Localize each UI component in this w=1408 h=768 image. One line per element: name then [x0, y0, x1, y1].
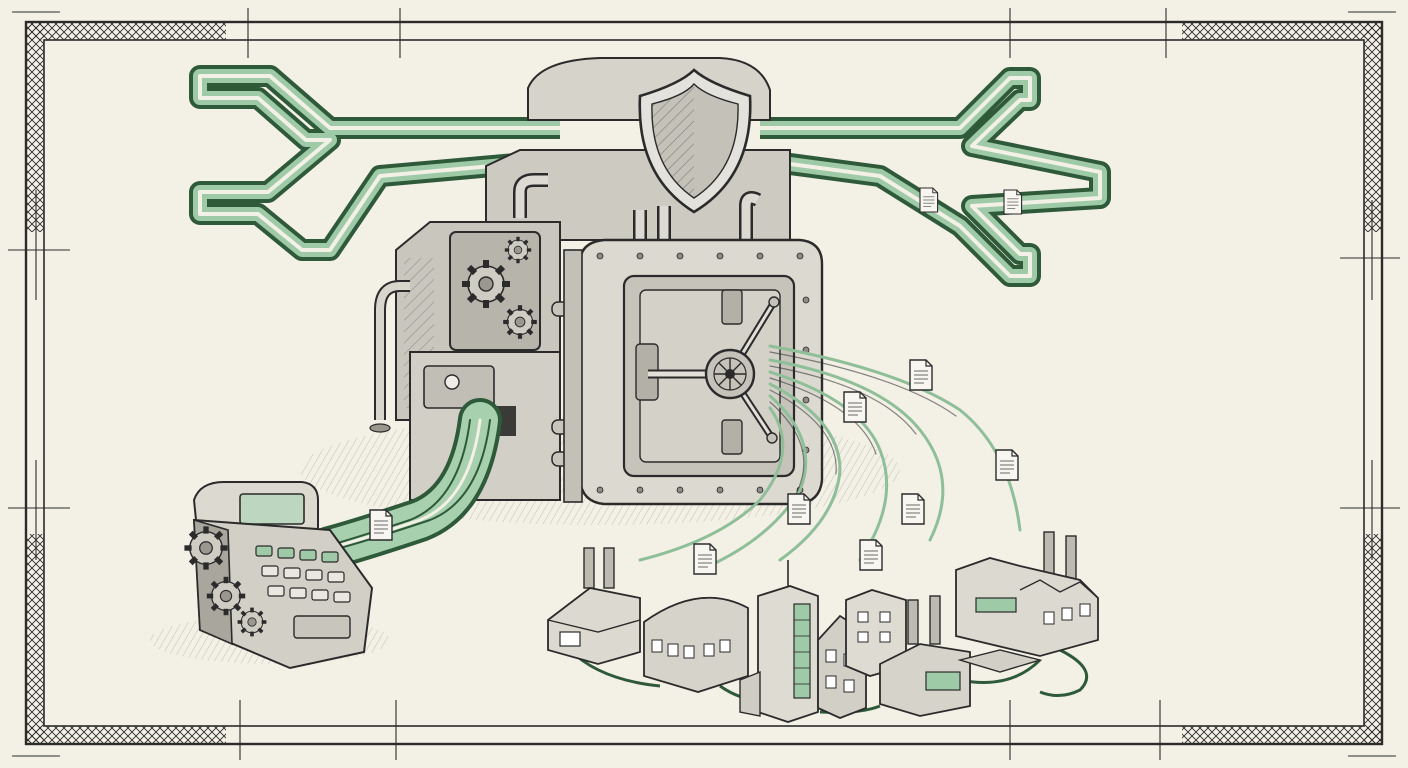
document-icon [843, 391, 867, 423]
factory-icon [547, 547, 641, 665]
document-icon [693, 543, 717, 575]
shield-icon [638, 68, 752, 214]
document-icon [909, 359, 933, 391]
vault-machine [369, 57, 824, 506]
data-stream-to-calculator [308, 398, 502, 570]
gear-icon [235, 605, 269, 639]
network-branch-left [189, 65, 561, 261]
building-icon [845, 589, 907, 677]
gear-icon [184, 526, 227, 569]
document-icon [919, 187, 939, 213]
data-streams-to-city [638, 344, 1022, 572]
building-icon [643, 596, 749, 693]
document-icon [787, 493, 811, 525]
vault-wheel-icon [648, 296, 780, 444]
gear-icon [503, 305, 537, 339]
factory-icon [879, 595, 971, 717]
gear-icon [503, 235, 533, 265]
factory-icon [955, 531, 1099, 657]
document-icon [901, 493, 925, 525]
gear-icon [462, 260, 510, 308]
gear-icon [207, 577, 245, 615]
network-branch-right [758, 67, 1111, 287]
calculator-keys [255, 545, 351, 603]
calculator-icon [150, 481, 390, 670]
blueprint-frame [8, 8, 1400, 760]
factory-icon [957, 649, 1043, 673]
document-icon [995, 449, 1019, 481]
document-icon [1003, 189, 1023, 215]
document-icon [369, 509, 393, 541]
document-icon [859, 539, 883, 571]
building-icon [739, 560, 819, 723]
